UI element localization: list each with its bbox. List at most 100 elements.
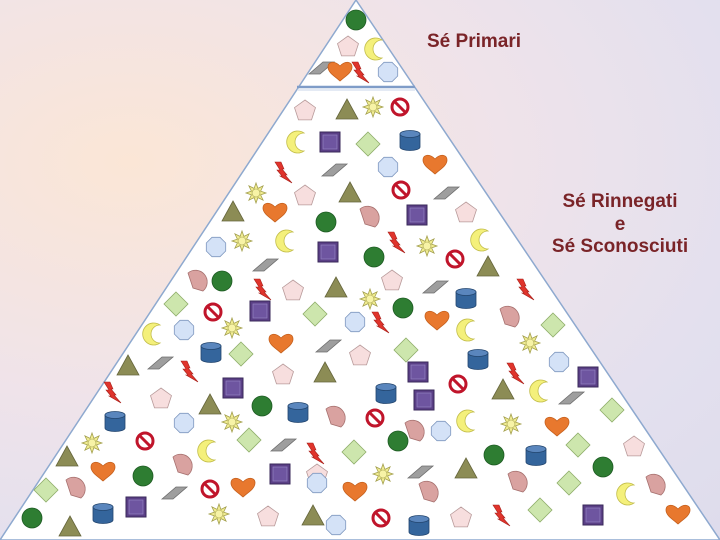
square-icon	[406, 204, 428, 226]
octagon-icon	[344, 311, 366, 333]
lightning-icon	[274, 161, 293, 184]
moon-icon	[286, 130, 306, 154]
square-icon	[319, 131, 341, 153]
cylinder-icon	[375, 383, 397, 404]
cylinder-icon	[104, 411, 126, 432]
moon-icon	[142, 322, 162, 346]
cylinder-icon	[408, 515, 430, 536]
parallelogram-icon	[557, 391, 586, 405]
diamond-icon	[393, 337, 419, 363]
lightning-icon	[492, 504, 511, 527]
pentagon-icon	[349, 344, 371, 366]
pentagon-icon	[381, 269, 403, 291]
heart-icon	[230, 477, 256, 498]
sun-icon	[361, 95, 385, 119]
forbidden-icon	[135, 431, 155, 451]
primary-selves-shapes	[307, 9, 399, 84]
label-and: e	[614, 213, 626, 235]
sun-icon	[499, 412, 523, 436]
moon-icon	[197, 439, 217, 463]
triangle-icon	[335, 98, 359, 120]
diamond-icon	[565, 432, 591, 458]
triangle-icon	[324, 276, 348, 298]
parallelogram-icon	[432, 186, 461, 200]
triangle-icon	[454, 457, 478, 479]
octagon-icon	[430, 420, 452, 442]
parallelogram-icon	[314, 339, 343, 353]
cylinder-icon	[455, 288, 477, 309]
pie-icon	[507, 470, 528, 493]
label-unknown-selves: Sé Sconosciuti	[551, 236, 689, 257]
octagon-icon	[173, 412, 195, 434]
cylinder-icon	[200, 342, 222, 363]
octagon-icon	[548, 351, 570, 373]
triangle-icon	[476, 255, 500, 277]
moon-icon	[529, 379, 549, 403]
heart-icon	[262, 202, 288, 223]
parallelogram-icon	[406, 465, 435, 479]
circle-icon	[345, 9, 367, 31]
triangle-icon	[116, 354, 140, 376]
diamond-icon	[527, 497, 553, 523]
sun-icon	[358, 287, 382, 311]
parallelogram-icon	[421, 280, 450, 294]
pentagon-icon	[337, 35, 359, 57]
circle-icon	[363, 246, 385, 268]
sun-icon	[244, 181, 268, 205]
pentagon-icon	[282, 279, 304, 301]
sun-icon	[371, 462, 395, 486]
lightning-icon	[180, 360, 199, 383]
diamond-icon	[33, 477, 59, 503]
cylinder-icon	[525, 445, 547, 466]
square-icon	[317, 241, 339, 263]
circle-icon	[251, 395, 273, 417]
forbidden-icon	[445, 249, 465, 269]
pentagon-icon	[150, 387, 172, 409]
pie-icon	[404, 419, 425, 442]
cylinder-icon	[399, 130, 421, 151]
circle-icon	[483, 444, 505, 466]
diamond-icon	[236, 427, 262, 453]
pentagon-icon	[623, 435, 645, 457]
diamond-icon	[228, 341, 254, 367]
sun-icon	[518, 331, 542, 355]
pie-icon	[325, 405, 346, 428]
triangle-icon	[313, 361, 337, 383]
moon-icon	[470, 228, 490, 252]
heart-icon	[422, 154, 448, 175]
heart-icon	[424, 310, 450, 331]
triangle-icon	[301, 504, 325, 526]
pentagon-icon	[455, 201, 477, 223]
pentagon-icon	[450, 506, 472, 528]
diamond-icon	[540, 312, 566, 338]
lightning-icon	[103, 381, 122, 404]
sun-icon	[207, 502, 231, 526]
pentagon-icon	[272, 363, 294, 385]
pie-icon	[65, 476, 86, 499]
triangle-icon	[338, 181, 362, 203]
triangle-icon	[55, 445, 79, 467]
circle-icon	[387, 430, 409, 452]
pie-icon	[418, 480, 439, 503]
pie-icon	[499, 305, 520, 328]
label-disowned-selves: Sé Rinnegati	[562, 191, 678, 212]
heart-icon	[268, 333, 294, 354]
square-icon	[249, 300, 271, 322]
pentagon-icon	[257, 505, 279, 527]
triangle-icon	[221, 200, 245, 222]
pentagon-icon	[294, 99, 316, 121]
circle-icon	[315, 211, 337, 233]
diamond-icon	[302, 301, 328, 327]
octagon-icon	[205, 236, 227, 258]
sun-icon	[230, 229, 254, 253]
forbidden-icon	[371, 508, 391, 528]
octagon-icon	[377, 61, 399, 83]
sun-icon	[220, 316, 244, 340]
square-icon	[413, 389, 435, 411]
octagon-icon	[377, 156, 399, 178]
parallelogram-icon	[251, 258, 280, 272]
heart-icon	[90, 461, 116, 482]
